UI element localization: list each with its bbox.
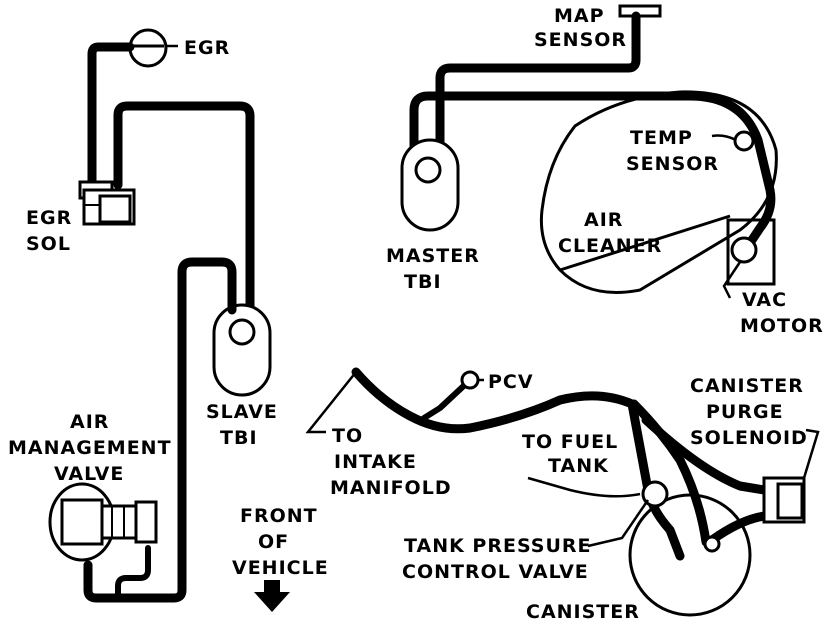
egr-solenoid	[78, 180, 136, 226]
label-map-sensor-1: MAP	[554, 5, 605, 27]
temp-sensor	[733, 130, 755, 152]
label-to-intake-1: TO	[332, 425, 363, 447]
label-canister-purge-1: CANISTER	[690, 375, 804, 397]
slave-tbi	[212, 303, 272, 397]
pcv-branch-hose	[421, 377, 473, 421]
label-slave-tbi-2: TBI	[220, 427, 258, 449]
label-slave-tbi-1: SLAVE	[206, 401, 278, 423]
label-vac-motor-2: MOTOR	[740, 315, 824, 337]
vac-motor	[726, 218, 776, 286]
pcv-port	[460, 370, 480, 390]
slave-tbi-to-amv-hose	[83, 257, 237, 603]
label-egr: EGR	[184, 37, 230, 59]
air-management-valve	[48, 482, 158, 562]
to-fuel-tank-line	[527, 476, 641, 498]
intake-pcv-hose	[351, 367, 637, 434]
vac-motor-leader	[722, 261, 742, 299]
egr-hose	[87, 42, 135, 190]
label-vac-motor-1: VAC	[742, 289, 787, 311]
label-canister-purge-2: PURGE	[706, 401, 784, 423]
canister-solenoid-hose-1	[641, 415, 769, 495]
tank-pressure-leader	[587, 499, 650, 548]
master-tbi	[400, 138, 460, 232]
canister-solenoid-hose-2	[707, 511, 769, 545]
label-air-cleaner-2: CLEANER	[558, 235, 662, 257]
temp-sensor-leader	[711, 134, 737, 142]
label-pcv: PCV	[488, 371, 534, 393]
label-temp-sensor-2: SENSOR	[626, 153, 719, 175]
label-to-intake-3: MANIFOLD	[330, 477, 452, 499]
label-to-intake-2: INTAKE	[334, 451, 417, 473]
to-intake-leader	[305, 371, 357, 434]
front-arrow-icon	[254, 580, 290, 612]
label-canister-purge-3: SOLENOID	[690, 427, 808, 449]
label-front-vehicle-3: VEHICLE	[232, 557, 329, 579]
label-front-vehicle-2: OF	[258, 531, 289, 553]
label-map-sensor-2: SENSOR	[534, 29, 627, 51]
label-canister: CANISTER	[526, 601, 640, 623]
label-front-vehicle-1: FRONT	[240, 505, 318, 527]
label-master-tbi-1: MASTER	[386, 245, 480, 267]
canister-purge-leader	[802, 428, 820, 479]
label-air-mgmt-2: MANAGEMENT	[8, 437, 172, 459]
canister	[628, 493, 752, 617]
master-tbi-to-air-cleaner-hose	[409, 91, 776, 251]
label-temp-sensor-1: TEMP	[630, 127, 693, 149]
label-tank-pressure-1: TANK PRESSURE	[404, 535, 592, 557]
canister-port	[703, 535, 721, 553]
label-to-fuel-tank-1: TO FUEL	[522, 431, 618, 453]
label-egr-sol-2: SOL	[26, 233, 71, 255]
egr-sol-to-slave-hose	[113, 101, 255, 315]
label-air-cleaner-1: AIR	[584, 209, 623, 231]
label-tank-pressure-2: CONTROL VALVE	[402, 561, 589, 583]
tank-pressure-control-valve	[641, 480, 669, 508]
amv-side-hose	[115, 545, 151, 601]
label-master-tbi-2: TBI	[404, 271, 442, 293]
label-to-fuel-tank-2: TANK	[548, 455, 609, 477]
egr-valve	[128, 28, 168, 68]
map-sensor-hose	[435, 11, 641, 155]
label-air-mgmt-3: VALVE	[54, 463, 124, 485]
label-air-mgmt-1: AIR	[70, 411, 109, 433]
canister-purge-solenoid	[762, 476, 806, 524]
label-egr-sol-1: EGR	[26, 207, 72, 229]
